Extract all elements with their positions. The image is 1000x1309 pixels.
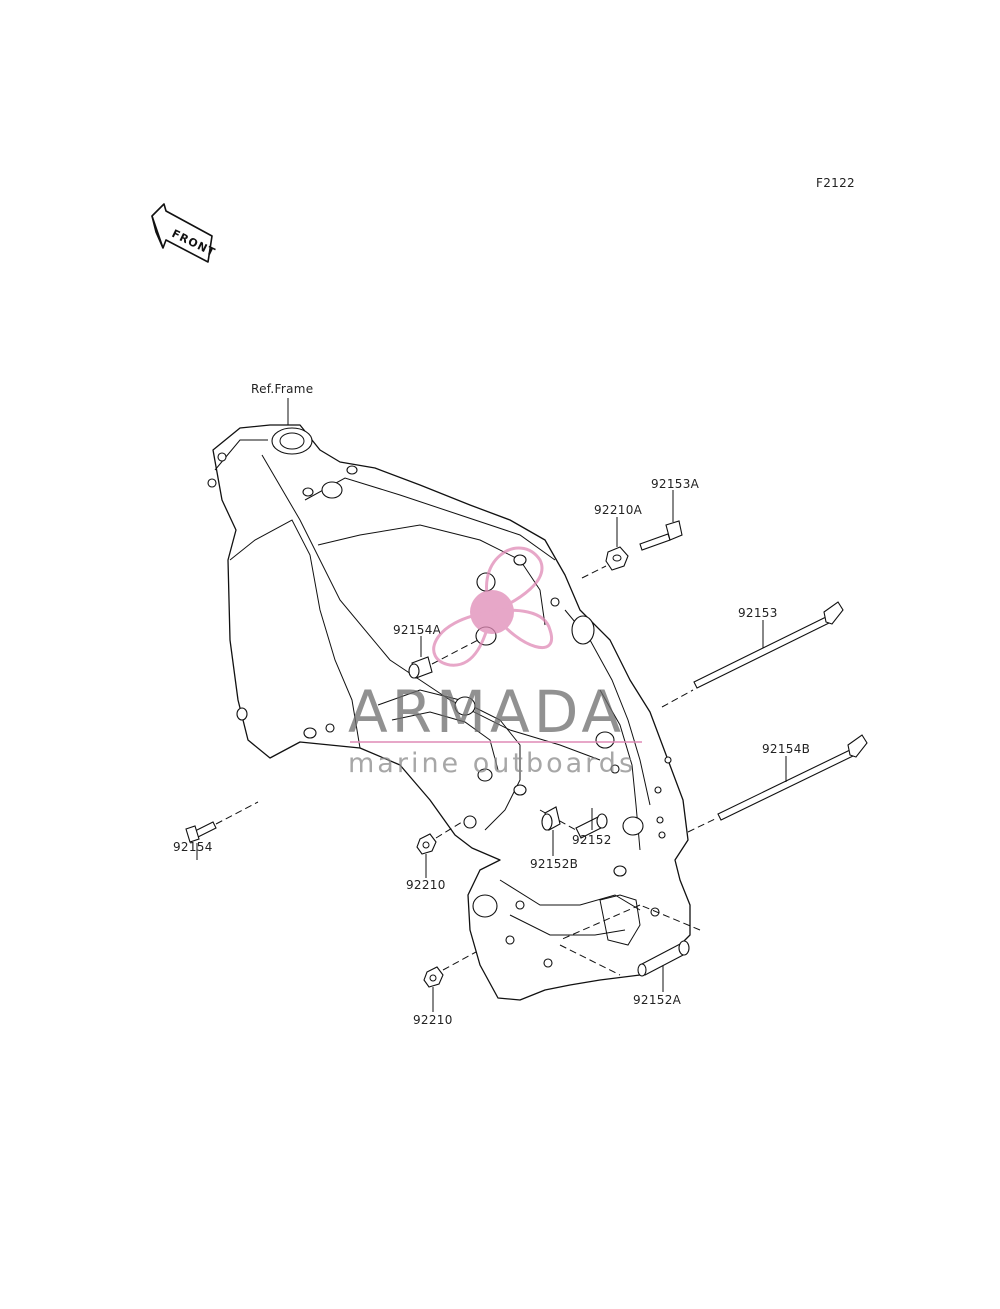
label-92152B: 92152B bbox=[530, 857, 578, 871]
label-92152A: 92152A bbox=[633, 993, 682, 1007]
nut-92210-lower bbox=[423, 966, 444, 988]
watermark-tagline: marine outboards bbox=[348, 748, 636, 779]
front-arrow-icon: FRONT bbox=[151, 203, 218, 263]
label-92153: 92153 bbox=[738, 606, 778, 620]
nut-92210-upper bbox=[416, 833, 437, 855]
watermark-brand: ARMADA bbox=[348, 678, 625, 746]
diagram-code: F2122 bbox=[816, 176, 855, 190]
bolt-92153A bbox=[639, 520, 683, 551]
label-92152: 92152 bbox=[572, 833, 612, 847]
label-92210-lower: 92210 bbox=[413, 1013, 453, 1027]
label-92153A: 92153A bbox=[651, 477, 700, 491]
label-92210A: 92210A bbox=[594, 503, 643, 517]
spacer-92152 bbox=[575, 813, 608, 839]
label-92210-upper: 92210 bbox=[406, 878, 446, 892]
spacer-92152A bbox=[637, 940, 690, 977]
collar-92154A bbox=[408, 656, 433, 679]
label-92154: 92154 bbox=[173, 840, 213, 854]
ref-frame-label: Ref.Frame bbox=[251, 382, 313, 396]
watermark: ARMADA marine outboards bbox=[348, 546, 642, 779]
bolt-92154B bbox=[717, 734, 868, 821]
propeller-logo-icon bbox=[432, 546, 554, 667]
bolt-92154 bbox=[185, 821, 217, 843]
collar-92152B bbox=[541, 806, 561, 831]
label-92154A: 92154A bbox=[393, 623, 442, 637]
nut-92210A bbox=[605, 546, 629, 571]
label-92154B: 92154B bbox=[762, 742, 810, 756]
bolt-92153 bbox=[693, 601, 844, 689]
